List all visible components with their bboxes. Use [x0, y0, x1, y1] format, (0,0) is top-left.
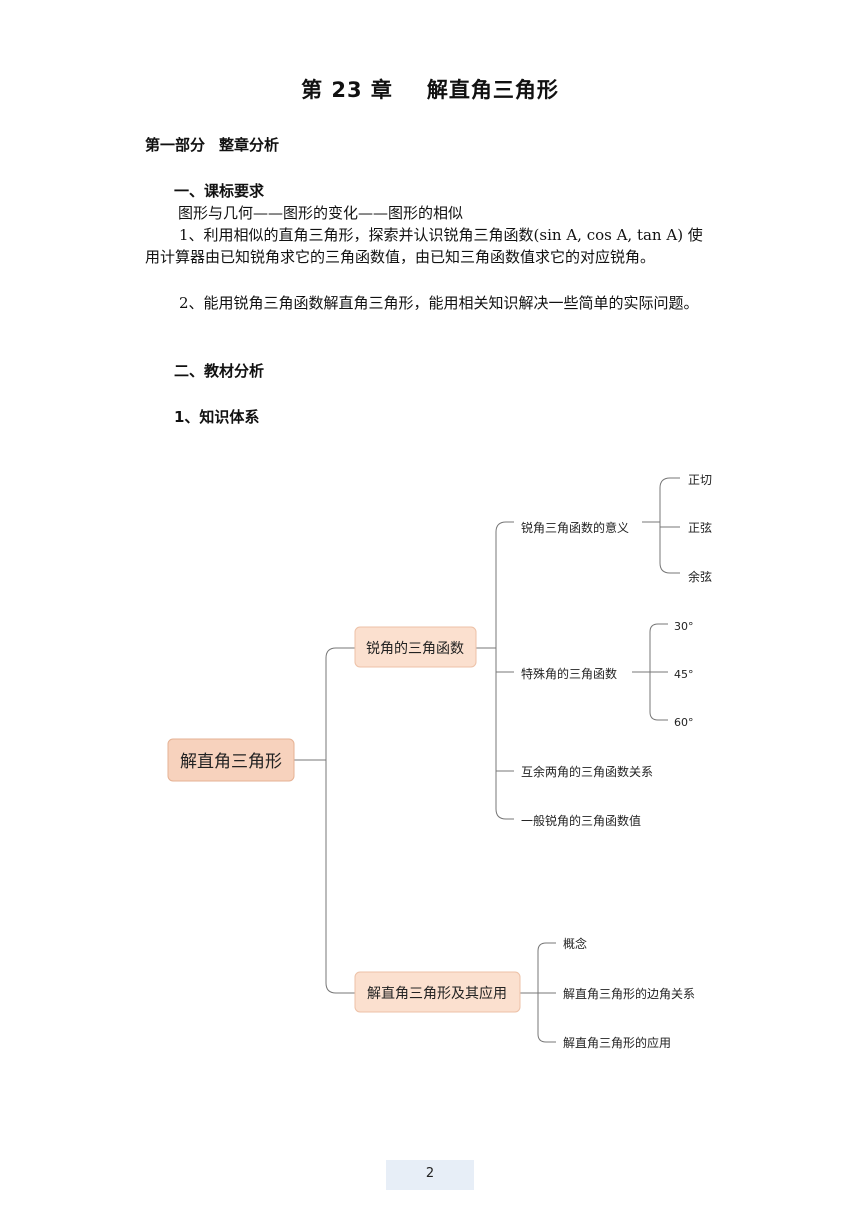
root-label: 解直角三角形: [180, 752, 282, 772]
section-heading-textbook: 二、教材分析: [174, 362, 265, 380]
curriculum-paragraph-2: 2、能用锐角三角函数解直角三角形，能用相关知识解决一些简单的实际问题。: [179, 294, 699, 312]
root-node: [167, 738, 295, 782]
leaf-concept: 概念: [563, 936, 587, 951]
page-number: 2: [425, 1166, 435, 1181]
leaf-sine: 正弦: [688, 520, 712, 535]
leaf-30: 30°: [674, 620, 694, 633]
leaf-60: 60°: [674, 716, 694, 729]
leaf-application: 解直角三角形的应用: [563, 1035, 671, 1050]
branch-node-solve: [354, 971, 521, 1013]
curriculum-paragraph-1: 1、利用相似的直角三角形，探索并认识锐角三角函数(sin A, cos A, t…: [145, 226, 703, 266]
node-meaning: 锐角三角函数的意义: [521, 520, 629, 535]
branch-label-trig: 锐角的三角函数: [366, 641, 464, 657]
node-general: 一般锐角的三角函数值: [521, 813, 641, 828]
node-special: 特殊角的三角函数: [521, 666, 617, 681]
branch-label-solve: 解直角三角形及其应用: [367, 985, 507, 1002]
leaf-45: 45°: [674, 668, 694, 681]
curriculum-line: 图形与几何——图形的变化——图形的相似: [178, 204, 464, 222]
page-title: 第 23 章解直角三角形: [301, 78, 559, 102]
leaf-cosine: 余弦: [688, 569, 712, 584]
mindmap-connectors: [294, 477, 680, 1043]
branch-node-trig: [354, 626, 477, 668]
page-number-badge: [386, 1160, 474, 1190]
subsection-heading-knowledge: 1、知识体系: [174, 408, 260, 426]
leaf-tangent: 正切: [688, 473, 712, 487]
part-heading: 第一部分整章分析: [145, 136, 280, 154]
section-heading-curriculum: 一、课标要求: [174, 182, 265, 200]
node-complement: 互余两角的三角函数关系: [521, 764, 653, 779]
leaf-side-angle: 解直角三角形的边角关系: [563, 986, 695, 1001]
